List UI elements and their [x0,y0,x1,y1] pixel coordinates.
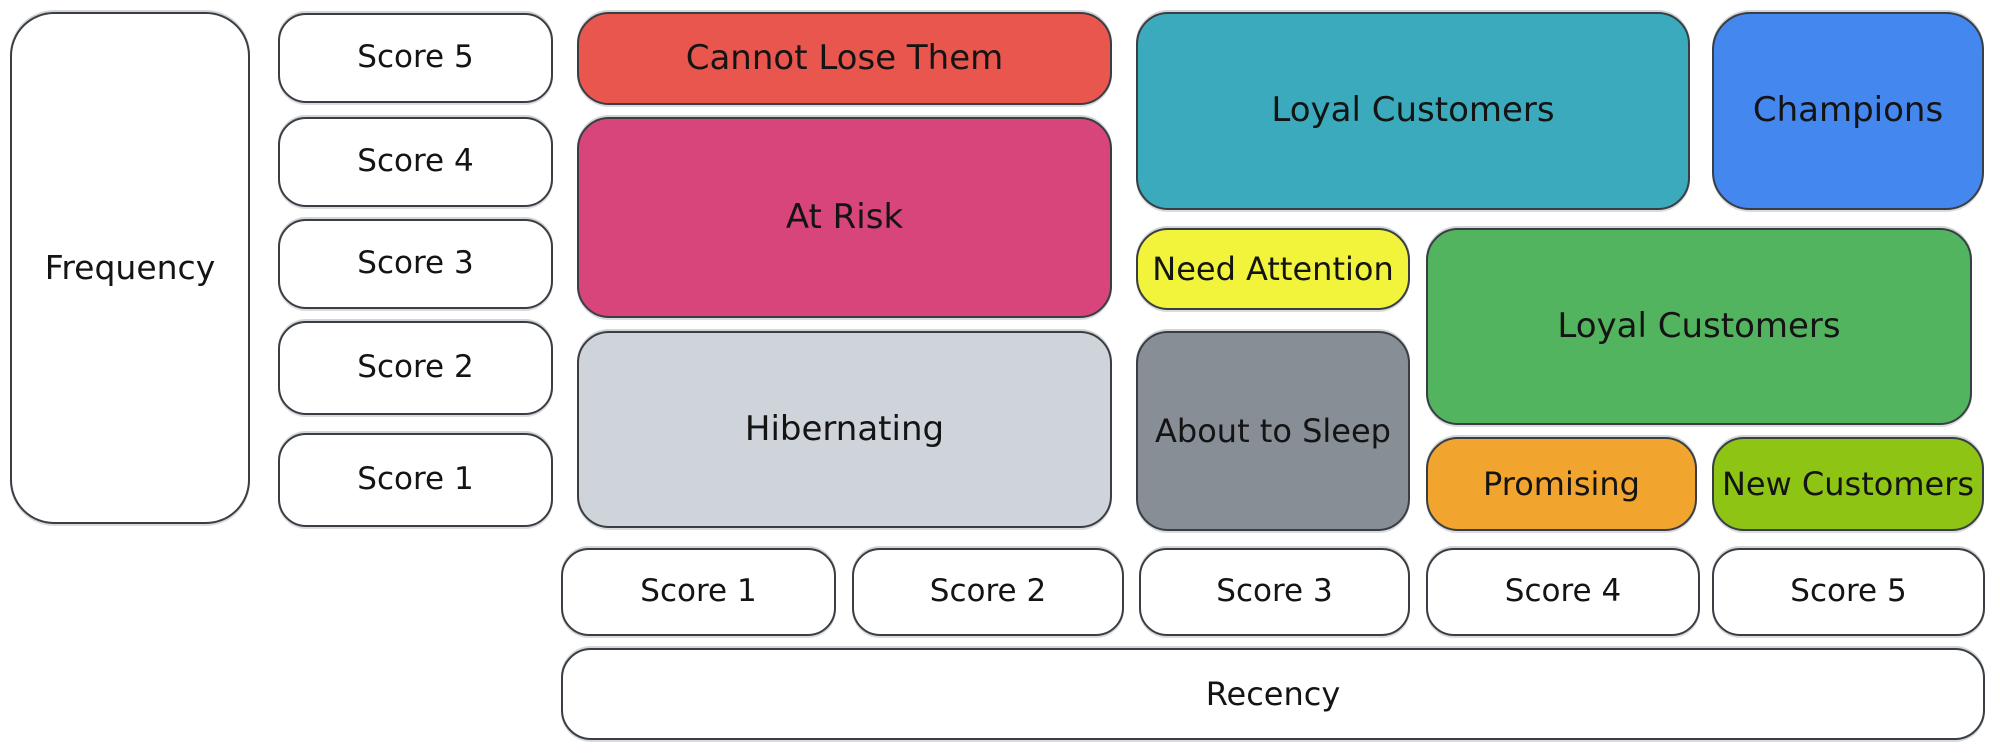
segment-loyal-customers-mid-label: Loyal Customers [1557,305,1841,346]
segment-about-to-sleep-label: About to Sleep [1155,411,1391,450]
segment-new-customers: New Customers [1712,437,1984,531]
recency-score-4-box: Score 4 [1426,548,1700,636]
segment-need-attention-label: Need Attention [1152,249,1394,288]
frequency-axis-text: Frequency [44,248,216,288]
recency-score-3-box: Score 3 [1139,548,1410,636]
recency-score-1-box: Score 1 [561,548,836,636]
frequency-score-1-label: Score 1 [357,461,474,498]
frequency-score-3-label: Score 3 [357,245,474,282]
segment-new-customers-label: New Customers [1721,464,1975,503]
recency-axis-text: Recency [1205,674,1341,713]
recency-score-4-label: Score 4 [1504,573,1622,610]
frequency-score-5-label: Score 5 [357,39,474,76]
frequency-score-2-box: Score 2 [278,321,553,415]
segment-cannot-lose-them: Cannot Lose Them [577,12,1112,105]
frequency-score-5-box: Score 5 [278,13,553,103]
segment-promising-label: Promising [1483,464,1640,503]
segment-cannot-lose-them-label: Cannot Lose Them [685,37,1004,78]
recency-score-2-box: Score 2 [852,548,1124,636]
frequency-score-1-box: Score 1 [278,433,553,527]
segment-champions-label: Champions [1752,90,1944,131]
frequency-score-4-label: Score 4 [357,143,474,180]
recency-score-5-label: Score 5 [1790,573,1907,610]
segment-promising: Promising [1426,437,1697,531]
segment-at-risk: At Risk [577,117,1112,318]
recency-score-3-label: Score 3 [1216,573,1333,610]
segment-loyal-customers-top: Loyal Customers [1136,12,1690,210]
segment-loyal-customers-mid: Loyal Customers [1426,228,1972,425]
segment-about-to-sleep: About to Sleep [1136,331,1410,531]
frequency-axis-label: Frequency [10,12,250,524]
segment-hibernating: Hibernating [577,331,1112,528]
segment-need-attention: Need Attention [1136,228,1410,310]
recency-axis-label: Recency [561,648,1985,740]
frequency-score-2-label: Score 2 [357,349,474,386]
recency-score-1-label: Score 1 [640,573,757,610]
segment-hibernating-label: Hibernating [744,408,945,449]
recency-score-2-label: Score 2 [929,573,1047,610]
segment-loyal-customers-top-label: Loyal Customers [1271,90,1555,131]
recency-score-5-box: Score 5 [1712,548,1985,636]
segment-champions: Champions [1712,12,1984,210]
segment-at-risk-label: At Risk [785,196,904,237]
frequency-score-4-box: Score 4 [278,117,553,207]
frequency-score-3-box: Score 3 [278,219,553,309]
